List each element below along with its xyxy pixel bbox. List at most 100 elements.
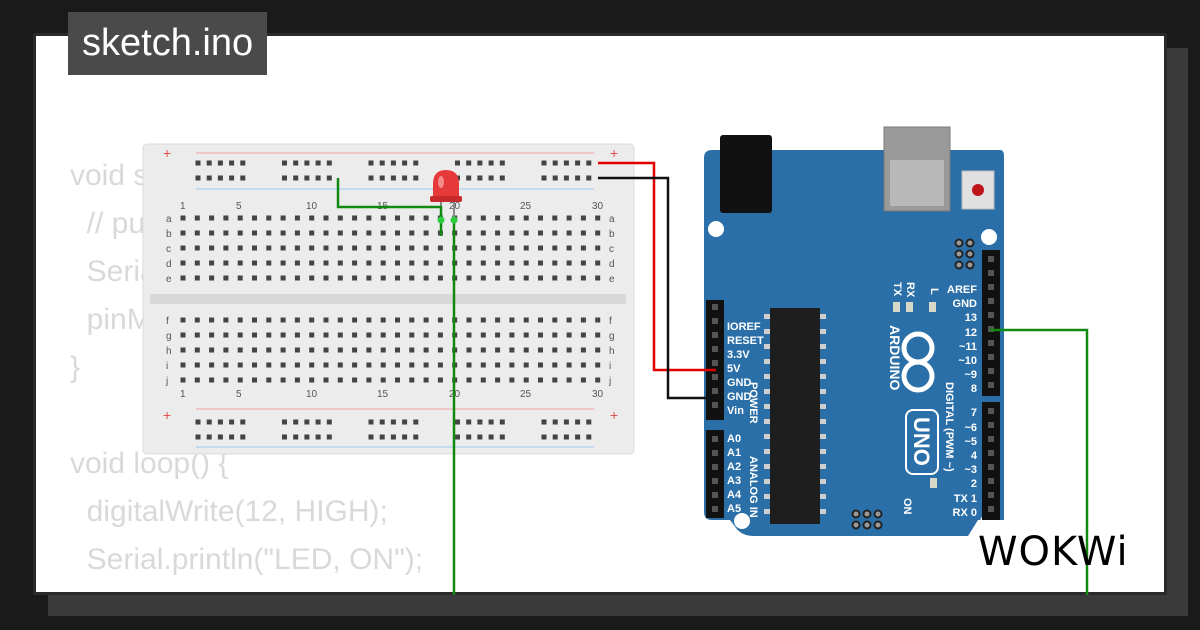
breadboard-hole[interactable]: [323, 377, 329, 383]
header-pin[interactable]: [988, 478, 994, 484]
breadboard-hole[interactable]: [180, 245, 186, 251]
header-pin[interactable]: [712, 464, 718, 470]
breadboard-hole[interactable]: [294, 215, 300, 221]
breadboard-hole[interactable]: [566, 317, 572, 323]
header-pin[interactable]: [712, 346, 718, 352]
breadboard-hole[interactable]: [523, 275, 529, 281]
breadboard-hole[interactable]: [366, 362, 372, 368]
breadboard-hole[interactable]: [195, 419, 201, 425]
breadboard-hole[interactable]: [413, 175, 419, 181]
breadboard-hole[interactable]: [480, 260, 486, 266]
reset-button[interactable]: [972, 184, 984, 196]
breadboard-hole[interactable]: [309, 260, 315, 266]
header-pin[interactable]: [712, 402, 718, 408]
breadboard-hole[interactable]: [480, 230, 486, 236]
breadboard-hole[interactable]: [309, 275, 315, 281]
breadboard-hole[interactable]: [466, 160, 472, 166]
breadboard-hole[interactable]: [395, 362, 400, 368]
breadboard-hole[interactable]: [395, 347, 400, 353]
breadboard-hole[interactable]: [595, 347, 601, 353]
breadboard-hole[interactable]: [552, 260, 558, 266]
breadboard-hole[interactable]: [466, 347, 472, 353]
breadboard-hole[interactable]: [575, 175, 581, 181]
breadboard-hole[interactable]: [294, 230, 300, 236]
digital-header-top[interactable]: [982, 250, 1000, 396]
breadboard-hole[interactable]: [337, 362, 343, 368]
wires[interactable]: [336, 161, 1089, 595]
breadboard-hole[interactable]: [586, 175, 592, 181]
breadboard-hole[interactable]: [523, 362, 529, 368]
breadboard-hole[interactable]: [237, 347, 243, 353]
breadboard-hole[interactable]: [552, 245, 558, 251]
header-pin[interactable]: [988, 464, 994, 470]
breadboard-hole[interactable]: [455, 434, 460, 440]
breadboard-hole[interactable]: [352, 245, 358, 251]
breadboard-hole[interactable]: [409, 377, 415, 383]
breadboard-hole[interactable]: [194, 230, 200, 236]
breadboard-hole[interactable]: [323, 347, 329, 353]
breadboard-hole[interactable]: [294, 317, 300, 323]
breadboard-hole[interactable]: [566, 275, 572, 281]
breadboard-hole[interactable]: [552, 332, 558, 338]
breadboard-hole[interactable]: [413, 434, 419, 440]
breadboard-hole[interactable]: [379, 419, 385, 425]
breadboard-hole[interactable]: [409, 215, 415, 221]
breadboard-hole[interactable]: [229, 160, 235, 166]
breadboard-hole[interactable]: [217, 419, 223, 425]
breadboard-hole[interactable]: [395, 332, 400, 338]
breadboard-hole[interactable]: [538, 260, 543, 266]
breadboard-hole[interactable]: [366, 317, 372, 323]
breadboard-hole[interactable]: [480, 317, 486, 323]
breadboard-hole[interactable]: [352, 362, 358, 368]
breadboard-hole[interactable]: [266, 377, 272, 383]
breadboard-hole[interactable]: [379, 175, 385, 181]
breadboard-hole[interactable]: [337, 347, 343, 353]
breadboard-hole[interactable]: [488, 175, 494, 181]
breadboard-hole[interactable]: [209, 245, 215, 251]
breadboard-hole[interactable]: [538, 245, 543, 251]
breadboard-hole[interactable]: [366, 377, 372, 383]
breadboard-hole[interactable]: [209, 230, 215, 236]
breadboard-hole[interactable]: [282, 419, 287, 425]
breadboard-hole[interactable]: [552, 175, 558, 181]
breadboard-hole[interactable]: [280, 377, 286, 383]
breadboard-hole[interactable]: [580, 332, 586, 338]
breadboard-hole[interactable]: [294, 362, 300, 368]
breadboard-hole[interactable]: [477, 175, 483, 181]
breadboard-hole[interactable]: [523, 260, 529, 266]
breadboard-hole[interactable]: [266, 230, 272, 236]
breadboard-hole[interactable]: [409, 230, 415, 236]
breadboard-hole[interactable]: [552, 215, 558, 221]
breadboard-hole[interactable]: [237, 275, 243, 281]
breadboard-hole[interactable]: [580, 245, 586, 251]
breadboard-hole[interactable]: [180, 275, 186, 281]
breadboard-hole[interactable]: [252, 362, 257, 368]
breadboard-hole[interactable]: [206, 419, 212, 425]
breadboard-hole[interactable]: [523, 377, 529, 383]
breadboard-hole[interactable]: [352, 332, 358, 338]
breadboard-hole[interactable]: [304, 434, 310, 440]
breadboard-hole[interactable]: [566, 230, 572, 236]
breadboard-hole[interactable]: [294, 245, 300, 251]
breadboard-hole[interactable]: [466, 362, 472, 368]
breadboard-hole[interactable]: [309, 245, 315, 251]
breadboard-hole[interactable]: [180, 332, 186, 338]
breadboard-hole[interactable]: [229, 434, 235, 440]
breadboard-hole[interactable]: [509, 332, 515, 338]
breadboard-hole[interactable]: [552, 347, 558, 353]
breadboard-hole[interactable]: [266, 332, 272, 338]
breadboard-hole[interactable]: [538, 377, 543, 383]
breadboard-hole[interactable]: [368, 160, 374, 166]
breadboard-hole[interactable]: [423, 377, 429, 383]
header-pin[interactable]: [712, 436, 718, 442]
breadboard-hole[interactable]: [194, 362, 200, 368]
breadboard-hole[interactable]: [538, 317, 543, 323]
breadboard-hole[interactable]: [541, 434, 547, 440]
breadboard-hole[interactable]: [409, 332, 415, 338]
breadboard-hole[interactable]: [523, 317, 529, 323]
breadboard-hole[interactable]: [315, 175, 321, 181]
breadboard-hole[interactable]: [580, 260, 586, 266]
breadboard-hole[interactable]: [223, 260, 229, 266]
breadboard-hole[interactable]: [395, 275, 400, 281]
breadboard-hole[interactable]: [195, 434, 201, 440]
